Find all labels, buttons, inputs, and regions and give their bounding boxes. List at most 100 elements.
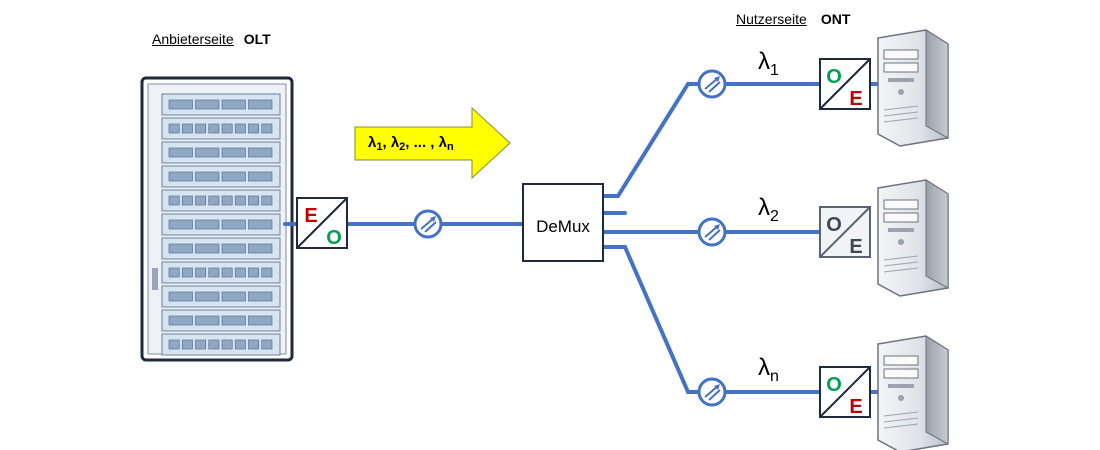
rack-port <box>248 99 273 110</box>
rack-port <box>248 243 273 254</box>
rack-unit <box>161 141 281 164</box>
rack-unit <box>161 213 281 236</box>
fiber-branch-n <box>601 245 822 394</box>
oe-converter-ont-2-bottom: E <box>849 236 862 258</box>
rack-port <box>181 339 193 350</box>
rack-port <box>221 99 246 110</box>
rack-port <box>248 147 273 158</box>
rack-port <box>221 195 233 206</box>
splitter-coupler-icon <box>697 69 727 99</box>
signal-sub-n: n <box>446 141 454 153</box>
rack-port <box>221 243 246 254</box>
signal-lambda-2: λ <box>390 134 400 151</box>
rack-port <box>208 339 220 350</box>
rack-port <box>168 291 193 302</box>
branch-2-lambda: λ <box>758 194 770 221</box>
demux-label: DeMux <box>536 217 590 236</box>
rack-port <box>195 123 207 134</box>
provider-side-name: Anbieterseite <box>152 31 234 47</box>
rack-port <box>168 99 193 110</box>
rack-unit <box>161 165 281 188</box>
rack-unit <box>161 237 281 260</box>
rack-port <box>208 267 220 278</box>
eo-converter-olt-bottom: O <box>326 227 342 249</box>
demux-box: DeMux <box>522 183 604 262</box>
oe-converter-ont-1: O E <box>819 58 871 110</box>
rack-port <box>168 339 180 350</box>
rack-port <box>168 219 193 230</box>
rack-port <box>181 123 193 134</box>
rack-port <box>181 267 193 278</box>
rack-port <box>168 147 193 158</box>
rack-port <box>195 291 220 302</box>
branch-1-lambda: λ <box>758 48 770 75</box>
rack-port <box>195 339 207 350</box>
signal-sep-1: , <box>382 134 391 151</box>
rack-port <box>168 195 180 206</box>
rack-port <box>168 315 193 326</box>
user-side-type: ONT <box>820 11 851 27</box>
splitter-coupler-icon <box>697 377 727 407</box>
signal-arrow-label: λ1, λ2, ... , λn <box>368 134 454 153</box>
rack-port <box>221 219 246 230</box>
rack-port <box>195 171 220 182</box>
rack-port <box>168 267 180 278</box>
rack-unit <box>161 261 281 284</box>
rack-port <box>261 267 273 278</box>
rack-port <box>195 315 220 326</box>
splitter-coupler-icon <box>413 209 443 239</box>
rack-port <box>195 147 220 158</box>
provider-side-type: OLT <box>243 31 271 47</box>
branch-n-sub: n <box>770 368 779 385</box>
rack-unit <box>161 309 281 332</box>
rack-port <box>248 123 260 134</box>
pc-tower-icon <box>877 179 949 297</box>
rack-port <box>168 171 193 182</box>
rack-port <box>221 315 246 326</box>
branch-2-sub: 2 <box>770 208 779 225</box>
signal-arrow <box>354 106 511 180</box>
rack-port <box>248 291 273 302</box>
oe-converter-ont-n-bottom: E <box>849 396 862 418</box>
rack-port <box>195 195 207 206</box>
rack-port <box>221 123 233 134</box>
branch-2-wavelength: λ2 <box>758 194 779 226</box>
rack-unit <box>161 333 281 356</box>
rack-port <box>195 243 220 254</box>
rack-port <box>261 123 273 134</box>
pc-tower-icon <box>877 335 949 450</box>
rack-unit <box>161 93 281 116</box>
oe-converter-ont-2-top: O <box>826 214 842 236</box>
branch-n-wavelength: λn <box>758 354 779 386</box>
rack-port <box>248 219 273 230</box>
eo-converter-olt: E O <box>296 197 348 249</box>
rack-port <box>234 339 246 350</box>
rack-port <box>168 123 180 134</box>
rack-port <box>248 315 273 326</box>
rack-port <box>248 267 260 278</box>
rack-port <box>234 195 246 206</box>
signal-sub-2: 2 <box>399 141 406 153</box>
user-side-label: Nutzerseite ONT <box>736 11 850 29</box>
splitter-coupler-icon <box>697 217 727 247</box>
pc-tower-icon <box>877 29 949 147</box>
rack-port <box>261 339 273 350</box>
eo-converter-olt-top: E <box>304 205 317 227</box>
rack-port <box>195 219 220 230</box>
rack-port <box>208 123 220 134</box>
oe-converter-ont-2: O E <box>819 206 871 258</box>
branch-n-lambda: λ <box>758 354 770 381</box>
rack-port <box>221 171 246 182</box>
rack-port <box>261 195 273 206</box>
oe-converter-ont-1-top: O <box>826 66 842 88</box>
rack-port <box>221 147 246 158</box>
signal-lambda-1: λ <box>368 134 377 151</box>
server-rack-icon <box>140 76 294 362</box>
rack-port <box>234 267 246 278</box>
signal-sub-1: 1 <box>376 141 383 153</box>
user-side-name: Nutzerseite <box>736 11 807 27</box>
rack-port <box>195 267 207 278</box>
rack-port <box>248 195 260 206</box>
rack-port <box>221 339 233 350</box>
